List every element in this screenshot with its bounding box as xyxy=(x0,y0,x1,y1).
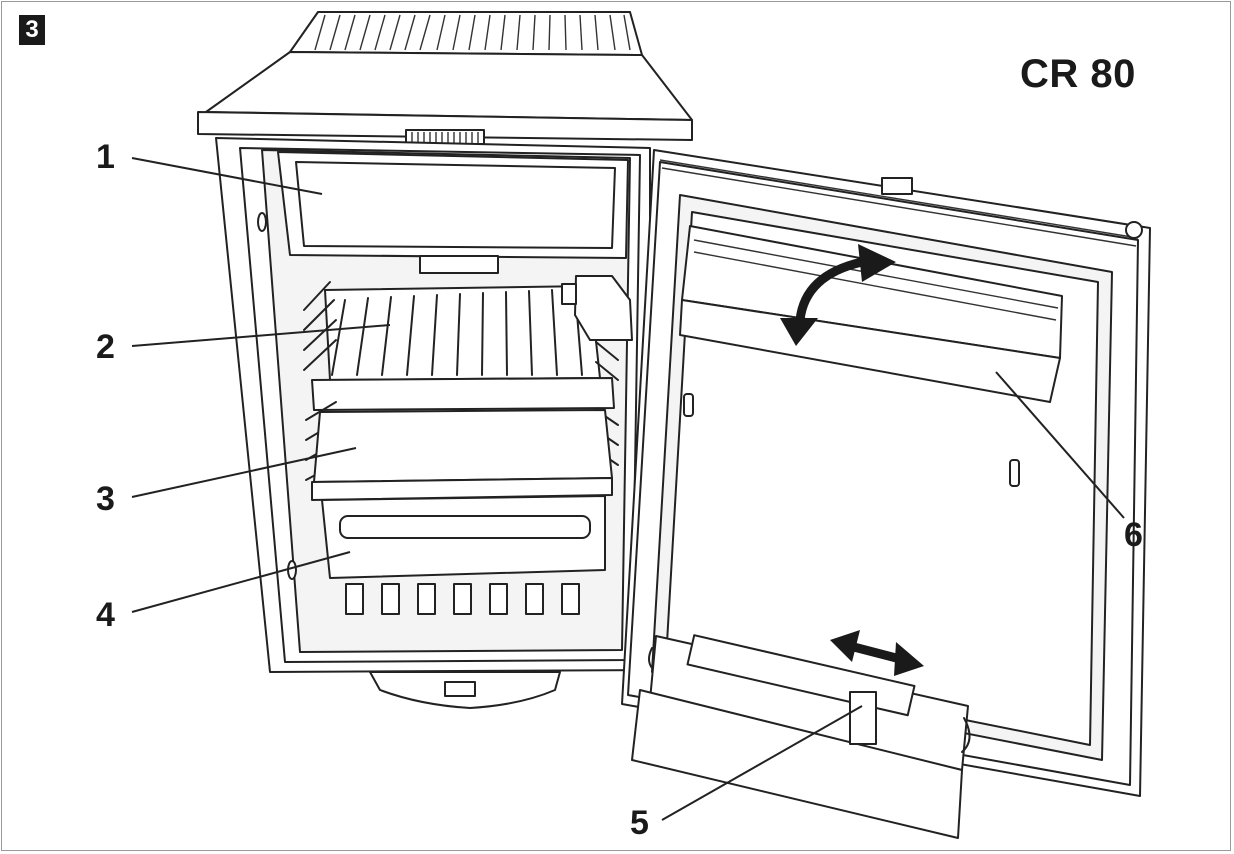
glass-shelf xyxy=(311,409,613,501)
curved-double-arrow-icon xyxy=(780,244,896,346)
model-title: CR 80 xyxy=(1020,52,1136,96)
vegetable-drawer xyxy=(321,495,606,579)
figure-number-badge: 3 xyxy=(19,15,45,45)
callout-3: 3 xyxy=(96,480,115,518)
freezer-compartment xyxy=(277,151,629,274)
callout-4: 4 xyxy=(96,596,115,634)
callout-1: 1 xyxy=(96,138,115,176)
callout-5: 5 xyxy=(630,804,649,842)
door-shelf-flap xyxy=(679,225,1063,403)
door-latch-bracket xyxy=(574,275,633,341)
bottom-slats xyxy=(345,583,580,615)
top-vent-grille xyxy=(289,11,643,56)
door-bottle-bin xyxy=(631,634,971,839)
callout-2: 2 xyxy=(96,328,115,366)
horizontal-double-arrow-icon xyxy=(830,630,924,676)
callout-6: 6 xyxy=(1124,516,1143,554)
callout-leader-lines xyxy=(131,157,1125,821)
top-panel xyxy=(205,51,693,121)
top-ledge xyxy=(197,111,693,141)
